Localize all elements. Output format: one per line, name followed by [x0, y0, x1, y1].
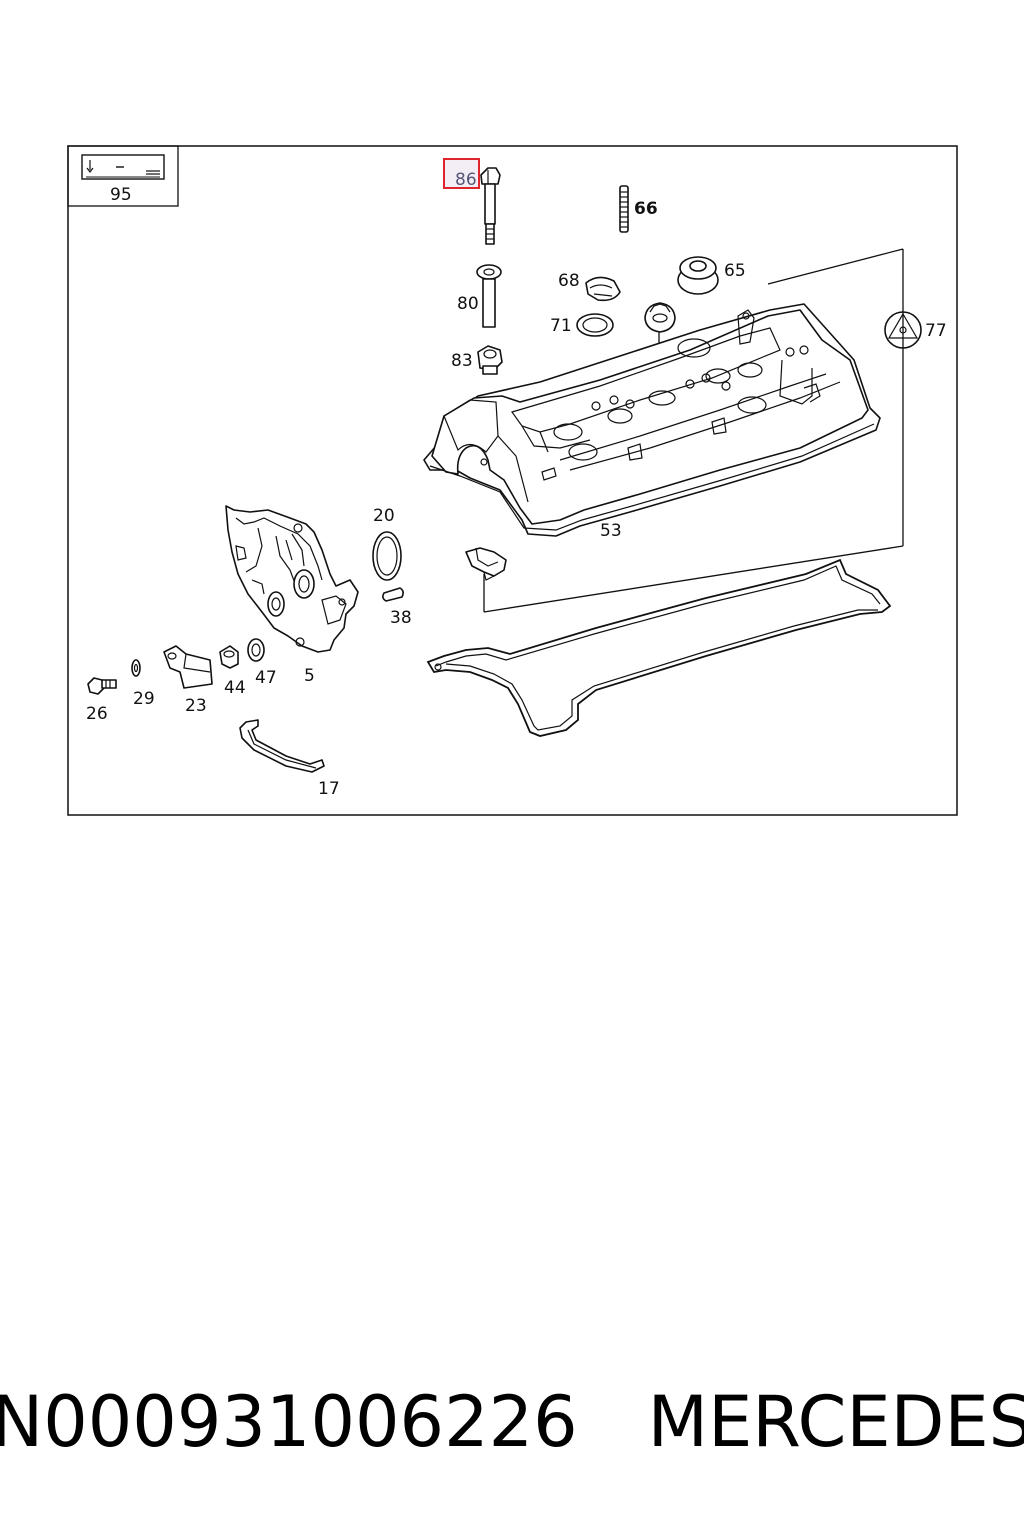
callout-44: 44 — [224, 678, 246, 698]
callout-29: 29 — [133, 689, 155, 709]
filler-cap-68 — [585, 276, 621, 302]
sleeve-80 — [476, 264, 502, 328]
o-ring-20 — [372, 531, 402, 581]
callout-77: 77 — [925, 321, 947, 341]
group-bracket — [483, 248, 904, 613]
callout-71: 71 — [550, 316, 572, 336]
callout-53: 53 — [600, 521, 622, 541]
o-ring-71 — [576, 313, 614, 337]
callout-17: 17 — [318, 779, 340, 799]
stud-66 — [619, 185, 629, 233]
callout-83: 83 — [451, 351, 473, 371]
callout-86: 86 — [455, 170, 477, 190]
part-number: N000931006226 — [0, 1381, 578, 1463]
diagram-frame — [67, 145, 958, 816]
callout-23: 23 — [185, 696, 207, 716]
brand-name: MERCEDES — [647, 1381, 1024, 1463]
callout-68: 68 — [558, 271, 580, 291]
bolt-86 — [480, 167, 501, 245]
nut-83 — [477, 345, 503, 375]
callout-20: 20 — [373, 506, 395, 526]
bolt-26 — [87, 677, 117, 695]
highlight-box-86 — [443, 158, 480, 189]
seal-strip-17 — [239, 719, 325, 773]
callout-5: 5 — [304, 666, 315, 686]
timing-cover-5 — [225, 505, 359, 653]
bracket-23 — [163, 645, 213, 689]
washer-29 — [131, 659, 141, 677]
callout-95: 95 — [110, 185, 132, 205]
valve-cover-53 — [423, 303, 881, 537]
callout-47: 47 — [255, 668, 277, 688]
pin-38 — [382, 587, 404, 602]
callout-66: 66 — [634, 199, 658, 219]
cover-clip — [465, 547, 507, 581]
callout-65: 65 — [724, 261, 746, 281]
valve-cover-gasket — [426, 558, 892, 737]
callout-26: 26 — [86, 704, 108, 724]
grommet-65 — [677, 256, 719, 295]
plug-44 — [219, 645, 239, 669]
callout-80: 80 — [457, 294, 479, 314]
seal-ring-47 — [247, 638, 265, 662]
callout-38: 38 — [390, 608, 412, 628]
breather-valve — [644, 302, 676, 333]
part-caption: N000931006226 MERCEDES — [0, 1372, 1024, 1472]
legend-box-95: 95 — [67, 145, 179, 207]
